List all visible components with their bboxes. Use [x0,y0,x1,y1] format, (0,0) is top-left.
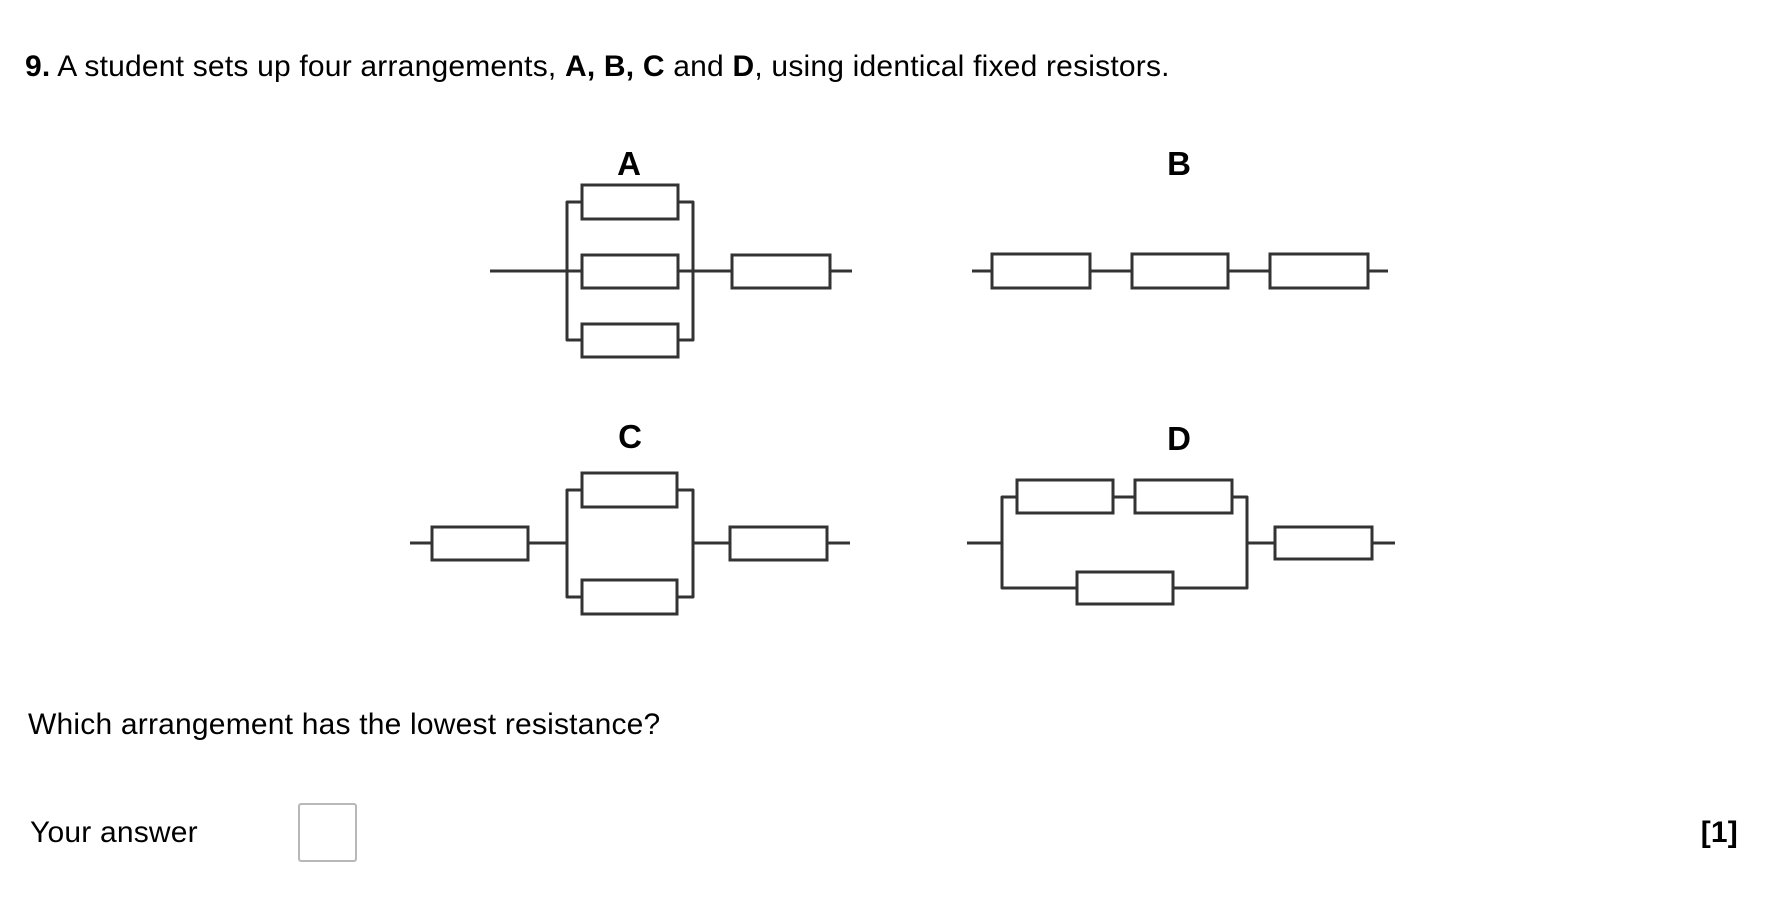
title-text-3: , using identical fixed resistors. [754,50,1170,83]
title-text-2: and [664,50,733,83]
marks-badge: [1] [1700,816,1738,849]
question-number: 9. [25,50,51,83]
circuit-label-c: C [618,418,642,455]
circuit-label-d: D [1167,420,1191,457]
resistor [580,183,680,221]
wire-left-rail [1000,495,1077,590]
question-title: 9. A student sets up four arrangements, … [25,49,1170,85]
resistor [1273,525,1374,561]
resistor [1075,570,1175,606]
question-prompt: Which arrangement has the lowest resista… [28,708,661,741]
resistor [1130,252,1230,290]
circuit-label-b: B [1167,145,1191,182]
resistor [580,471,679,509]
resistor [728,525,829,562]
wire-left-rail [565,488,582,599]
circuit-a [490,183,852,359]
resistor [1268,252,1370,290]
title-text-1: A student sets up four arrangements, [50,50,565,83]
resistor [580,322,680,359]
circuit-d [967,478,1395,606]
resistor [1133,478,1234,515]
resistor [1015,478,1115,515]
wire-right-rail [677,488,695,599]
circuit-b [972,252,1388,290]
resistor [990,252,1092,290]
resistor [430,525,530,562]
title-label-d: D [732,50,755,83]
circuit-label-a: A [617,145,641,182]
title-labels-abc: A, B, C [565,50,665,83]
answer-box[interactable] [298,803,357,862]
answer-label: Your answer [30,816,198,849]
wire-left-rail [565,200,582,342]
resistor [580,253,680,290]
resistor [730,253,832,290]
resistor [580,578,679,616]
circuit-c [410,471,850,616]
